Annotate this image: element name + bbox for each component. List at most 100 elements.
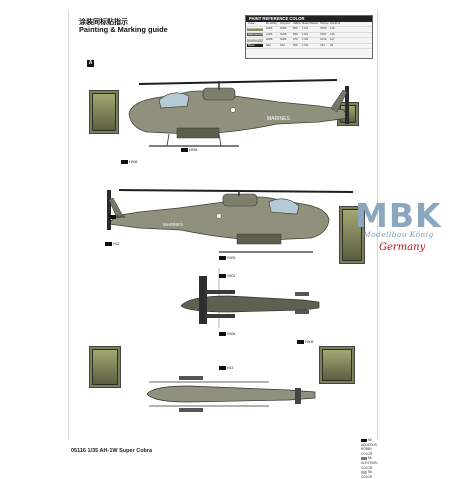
paint-code: H305: [266, 27, 273, 31]
roundel-decal: [230, 107, 236, 113]
paint-value: XF19: [320, 38, 327, 42]
column-header: Model Master: [302, 22, 319, 25]
kit-number-footer: 05116 1/35 AH-1W Super Cobra: [71, 448, 153, 454]
paint-value: 870: [293, 38, 298, 42]
paint-code: H306: [266, 32, 273, 36]
paint-callout: H301: [219, 274, 235, 278]
paint-reference-header-row: Color Mr.Hobby Acrysion Vallejo Model Ma…: [246, 22, 372, 28]
top-rotor-blade: [199, 276, 207, 324]
column-header: Tamiya: [320, 22, 329, 25]
paint-code: H12: [266, 43, 271, 47]
side-view-right: [107, 189, 354, 253]
paint-value: 1749: [302, 43, 308, 47]
paint-reference-table: PAINT REFERENCE COLOR Color Mr.Hobby Acr…: [245, 15, 373, 59]
helicopter-views: MARINES MARINES: [107, 79, 354, 412]
paint-value: 1722: [302, 32, 308, 36]
paint-callout: H305: [219, 256, 235, 260]
column-header: Acrysion: [280, 22, 291, 25]
paint-value: 950: [293, 43, 298, 47]
paint-value: N306: [280, 32, 287, 36]
tail-rotor-blade: [345, 86, 349, 124]
side-view-left: [128, 79, 349, 147]
gun-bay-detail-panel: [319, 346, 355, 384]
tail-fin-shape: [108, 197, 124, 219]
tail-stabilizer-shape: [295, 292, 309, 296]
canopy-shape: [158, 92, 190, 109]
logo-sub-text: Modellbau König: [363, 230, 434, 239]
guide-title-cn: 涂装同标贴指示: [79, 19, 128, 26]
paint-value: 1728: [302, 38, 308, 42]
paint-callout: H306: [121, 160, 137, 164]
color-swatch: [247, 27, 263, 31]
color-swatch: [247, 38, 263, 42]
color-swatch: [247, 33, 263, 37]
shop-logo: MBK Modellbau König Germany: [355, 196, 447, 266]
paint-callout: H305: [297, 340, 313, 344]
column-header: Humbrol: [330, 22, 341, 25]
bottom-fuselage-shape: [146, 385, 316, 403]
main-rotor-blade: [138, 79, 338, 85]
color-name: Medium Gunship Gray: [248, 27, 275, 31]
paint-value: 125: [330, 32, 335, 36]
paint-callout: H12: [105, 242, 119, 246]
paint-callout: H12: [219, 366, 233, 370]
instruction-sheet: 涂装同标贴指示 Painting & Marking guide PAINT R…: [68, 10, 378, 479]
paint-value: 868: [293, 27, 298, 31]
paint-reference-title: PAINT REFERENCE COLOR: [246, 16, 372, 22]
weapon-pylon-shape: [179, 408, 203, 412]
canopy-shape: [268, 198, 300, 215]
fuselage-marking: MARINES: [267, 116, 290, 122]
main-rotor-blade: [118, 189, 354, 193]
stub-wing-shape: [205, 290, 235, 294]
skid-strut: [218, 133, 222, 147]
tail-stabilizer-shape: [295, 388, 301, 404]
color-swatch: [247, 44, 263, 48]
paint-value: N12: [280, 43, 285, 47]
guide-title-en: Painting & Marking guide: [79, 25, 168, 34]
paint-value: 1723: [302, 27, 308, 31]
weapon-pylon-shape: [179, 376, 203, 380]
paint-callout: H335: [181, 148, 197, 152]
paint-callout: H306: [219, 332, 235, 336]
column-header: Color: [248, 22, 255, 25]
fuselage-marking: MARINES: [163, 222, 183, 227]
paint-value: XF24: [320, 32, 327, 36]
engine-nacelle-shape: [222, 193, 258, 207]
paint-value: N308: [280, 38, 287, 42]
paint-reference-row: Black H12 N12 950 1749 XF1 33: [246, 44, 372, 49]
paint-value: 127: [330, 38, 335, 42]
cockpit-underside-detail-panel: [89, 346, 121, 388]
paint-value: 33: [330, 43, 333, 47]
logo-country-text: Germany: [379, 242, 426, 253]
color-name: Light Grey: [248, 38, 261, 42]
skid-strut: [166, 133, 170, 147]
stub-wing-shape: [205, 314, 235, 318]
weapon-pylon-shape: [236, 233, 282, 245]
tail-fin-shape: [330, 89, 348, 113]
column-header: Mr.Hobby: [266, 22, 278, 25]
paint-value: N305: [280, 27, 287, 31]
paint-callout: H308: [109, 215, 125, 219]
figure-marker: A: [87, 60, 94, 67]
paint-value: 126: [330, 27, 335, 31]
engine-detail-panel: [339, 206, 365, 264]
paint-value: 869: [293, 32, 298, 36]
roundel-decal: [216, 213, 222, 219]
logo-main-text: MBK: [355, 196, 442, 235]
weapon-pylon-shape: [176, 127, 220, 139]
paint-value: XF1: [320, 43, 325, 47]
color-name: Black: [248, 43, 255, 47]
top-fuselage-shape: [180, 295, 320, 313]
color-name: Dark Gunship Gray: [248, 32, 272, 36]
paint-legend: Mr. AQUEOUS HOBBY COLOR Mr. ACRYSION COL…: [361, 438, 378, 479]
paint-value: XF50: [320, 27, 327, 31]
bottom-view: [146, 376, 316, 412]
column-header: Vallejo: [293, 22, 301, 25]
tail-rotor-blade: [107, 190, 111, 230]
top-view: [180, 268, 320, 328]
cockpit-detail-panel: [89, 90, 119, 134]
